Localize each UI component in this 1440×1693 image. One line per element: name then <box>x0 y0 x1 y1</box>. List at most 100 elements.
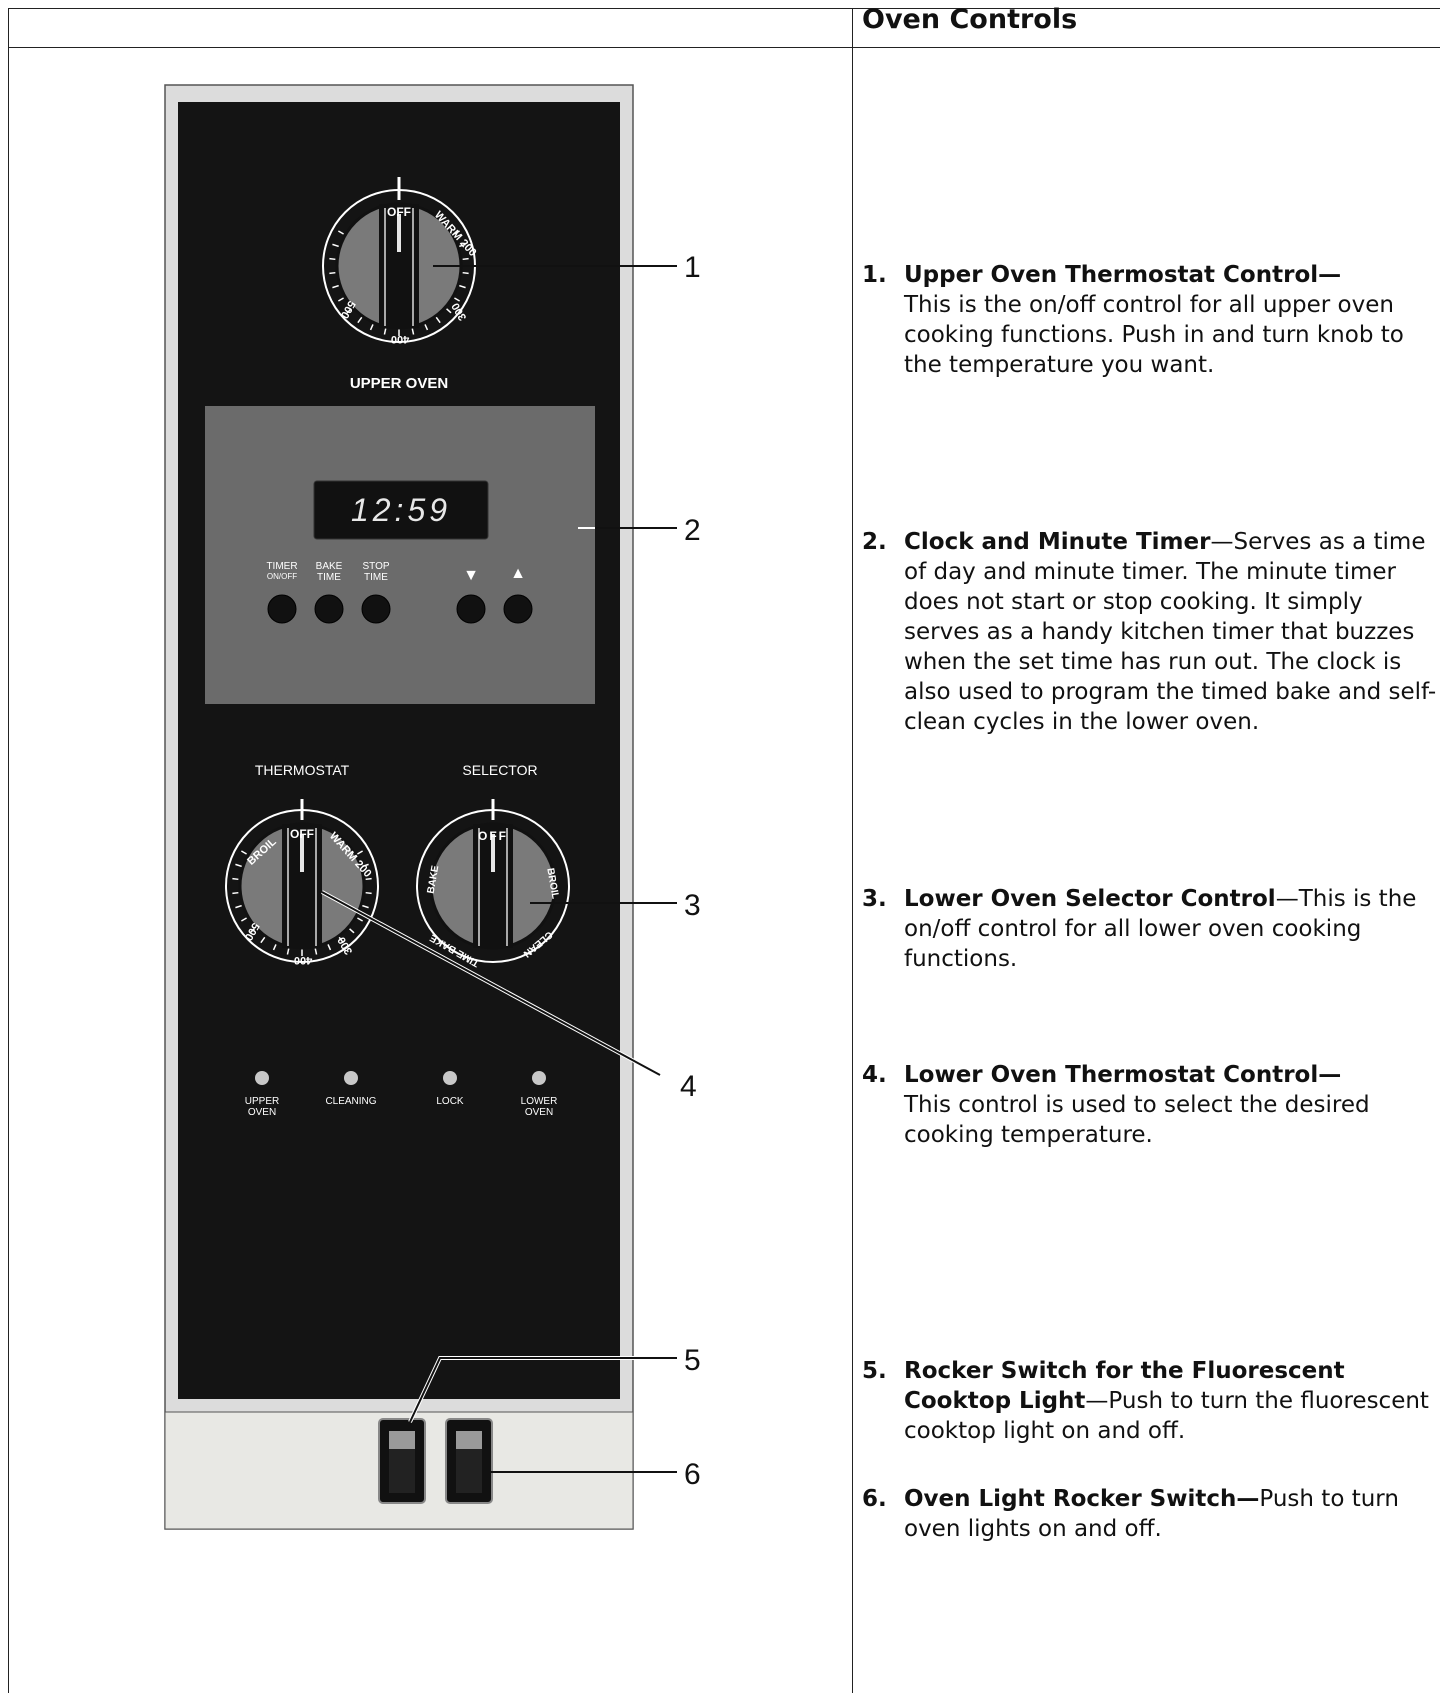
dial-tick <box>338 297 344 302</box>
item-number: 3. <box>862 886 887 912</box>
dial-tick <box>383 328 387 335</box>
dial-tick <box>424 324 429 331</box>
callout-number-2: 2 <box>684 514 701 547</box>
item-text: —Serves as a time of day and minute time… <box>904 529 1437 735</box>
item-text: —This is the on/off control for all lowe… <box>904 886 1417 972</box>
dial-tick <box>314 948 318 955</box>
item-number: 6. <box>862 1486 887 1512</box>
lock-indicator <box>443 1071 457 1085</box>
description-item: 2. Clock and Minute Timer—Serves as a ti… <box>862 527 1440 737</box>
callout-line-4 <box>321 891 661 1076</box>
column-divider <box>852 8 853 1693</box>
cooktop-light-rocker-switch[interactable] <box>378 1418 426 1504</box>
selector-broil-label: BROIL <box>544 867 560 900</box>
dial-tick <box>365 891 372 895</box>
clock-module <box>205 406 595 704</box>
dial-tick <box>357 917 363 922</box>
lower-knob-400-label: 400 <box>294 954 312 966</box>
dial-tick <box>365 877 372 881</box>
callout-line-5 <box>409 1357 677 1423</box>
arrow-down-icon: ▼ <box>463 567 479 584</box>
lower-oven-indicator <box>532 1071 546 1085</box>
thermostat-label: THERMOSTAT <box>255 762 350 778</box>
timer-on-off-button[interactable] <box>267 594 297 624</box>
dial-tick <box>249 928 255 934</box>
indicator-label-lower-2: OVEN <box>525 1107 553 1118</box>
description-item: 5. Rocker Switch for the Fluorescent Coo… <box>862 1356 1440 1446</box>
item-text: Push to turn oven lights on and off. <box>904 1486 1399 1542</box>
dial-tick <box>327 944 332 951</box>
up-button[interactable] <box>503 594 533 624</box>
dial-tick <box>232 877 239 881</box>
callout-number-1: 1 <box>684 251 701 284</box>
description-item: 1. Upper Oven Thermostat Control— This is… <box>862 260 1440 380</box>
bake-time-label-2: TIME <box>317 572 341 583</box>
item-heading: Lower Oven Thermostat Control— <box>904 1062 1342 1088</box>
dial-tick <box>411 328 415 335</box>
dial-tick <box>241 917 247 922</box>
description-item: 6. Oven Light Rocker Switch—Push to turn… <box>862 1484 1440 1544</box>
dial-tick <box>241 850 247 855</box>
dial-tick <box>369 324 374 331</box>
dial-tick <box>454 230 460 235</box>
oven-light-rocker-switch[interactable] <box>445 1418 493 1504</box>
dial-tick <box>446 308 452 314</box>
stop-time-label-2: TIME <box>364 572 388 583</box>
clock-display <box>313 480 489 540</box>
description-item: 4. Lower Oven Thermostat Control— This co… <box>862 1060 1440 1150</box>
dial-tick <box>349 928 355 934</box>
indicator-label-upper-1: UPPER <box>245 1096 279 1107</box>
item-heading: Upper Oven Thermostat Control— <box>904 262 1342 288</box>
item-text: This is the on/off control for all upper… <box>904 292 1404 378</box>
timer-label-1: TIMER <box>266 561 297 572</box>
item-number: 5. <box>862 1358 887 1384</box>
item-heading: Rocker Switch for the Fluorescent Cookto… <box>904 1358 1345 1414</box>
dial-tick <box>232 891 239 895</box>
down-button[interactable] <box>456 594 486 624</box>
dial-tick <box>357 850 363 855</box>
item-number: 4. <box>862 1062 887 1088</box>
indicator-label-cleaning: CLEANING <box>325 1096 376 1107</box>
cleaning-indicator <box>344 1071 358 1085</box>
item-heading: Clock and Minute Timer <box>904 529 1211 555</box>
upper-oven-indicator <box>255 1071 269 1085</box>
indicator-label-lower-1: LOWER <box>521 1096 558 1107</box>
callout-number-6: 6 <box>684 1458 701 1491</box>
stop-time-label-1: STOP <box>362 561 389 572</box>
dial-tick <box>272 944 277 951</box>
dial-tick <box>329 257 336 261</box>
bake-time-label-1: BAKE <box>316 561 343 572</box>
bake-time-button[interactable] <box>314 594 344 624</box>
dial-tick <box>338 230 344 235</box>
item-text: This control is used to select the desir… <box>904 1092 1370 1148</box>
dial-tick <box>462 271 469 275</box>
dial-tick <box>462 257 469 261</box>
upper-oven-label: UPPER OVEN <box>350 375 448 392</box>
callout-number-3: 3 <box>684 889 701 922</box>
timer-button-labels: TIMER ON/OFF BAKE TIME STOP TIME ▼ ▲ <box>266 561 525 584</box>
timer-label-2: ON/OFF <box>267 572 297 581</box>
dial-tick <box>286 948 290 955</box>
dial-tick <box>329 271 336 275</box>
description-item: 3. Lower Oven Selector Control—This is t… <box>862 884 1440 974</box>
page-frame <box>8 8 1440 1693</box>
selector-label: SELECTOR <box>462 762 537 778</box>
callout-number-4: 4 <box>680 1070 697 1103</box>
indicator-label-lock: LOCK <box>436 1096 464 1107</box>
clock-display-text: 12:59 <box>351 492 451 528</box>
header-divider <box>8 47 1440 48</box>
stop-time-button[interactable] <box>361 594 391 624</box>
indicator-label-upper-2: OVEN <box>248 1107 276 1118</box>
item-text: —Push to turn the fluorescent cooktop li… <box>904 1388 1429 1444</box>
lower-knob-off-label: OFF <box>290 827 314 841</box>
item-heading: Oven Light Rocker Switch— <box>904 1486 1260 1512</box>
page-title: Oven Controls <box>862 4 1078 35</box>
callout-number-5: 5 <box>684 1344 701 1377</box>
selector-bake-label: BAKE <box>426 864 442 894</box>
item-number: 1. <box>862 262 887 288</box>
upper-knob-off-label: OFF <box>387 205 411 219</box>
item-heading: Lower Oven Selector Control <box>904 886 1276 912</box>
dial-tick <box>454 297 460 302</box>
dial-tick <box>346 308 352 314</box>
selector-off-label: OFF <box>478 829 508 843</box>
